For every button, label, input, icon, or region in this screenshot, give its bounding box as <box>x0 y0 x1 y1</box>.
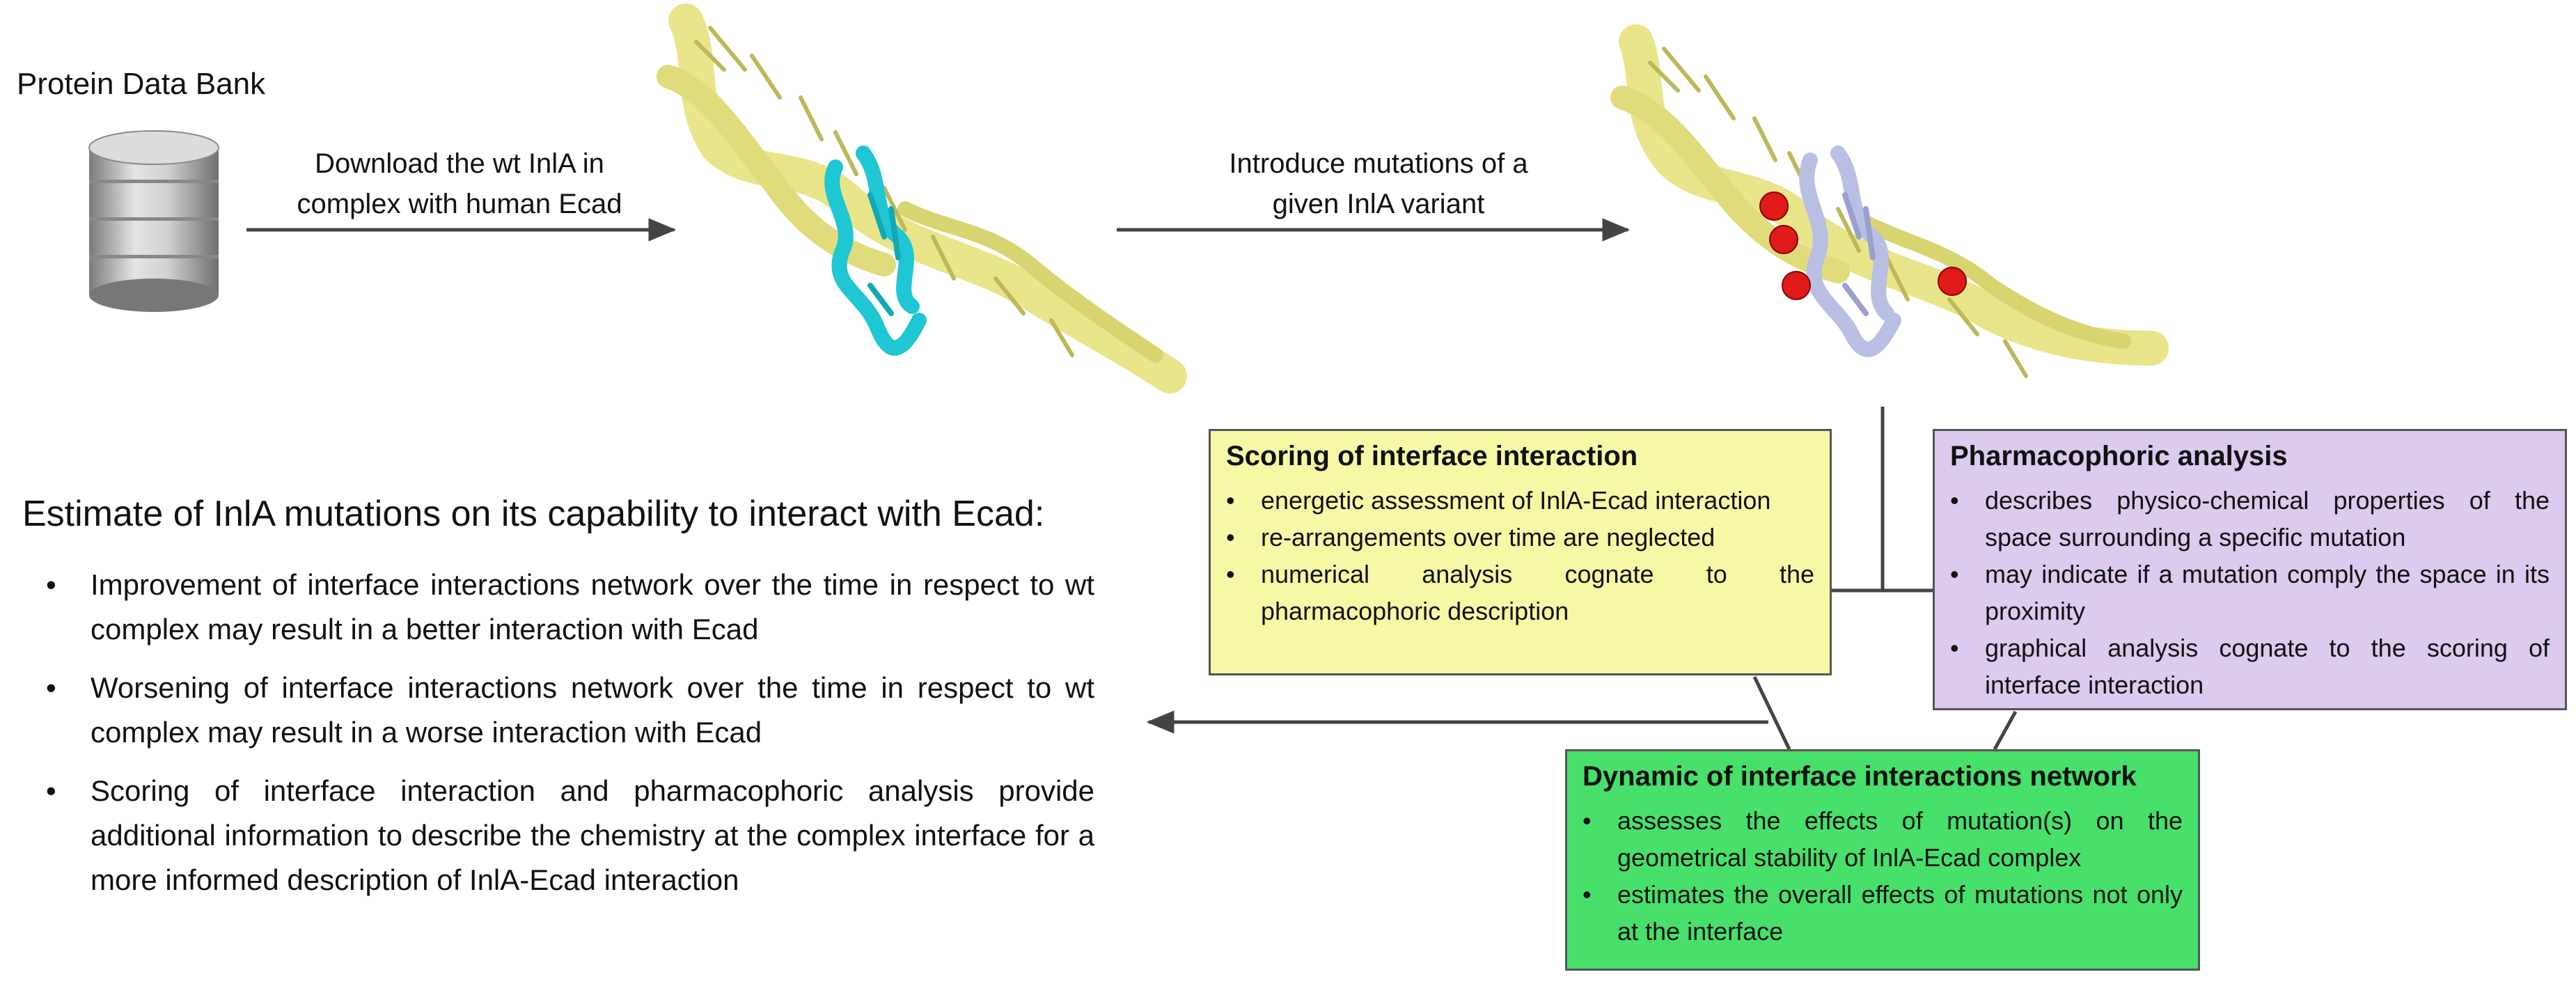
scoring-box-item: re-arrangements over time are neglected <box>1226 519 1814 556</box>
scoring-box: Scoring of interface interaction energet… <box>1209 429 1832 675</box>
mutation-marker <box>1769 225 1798 254</box>
pharmacophoric-box-item: may indicate if a mutation comply the sp… <box>1950 556 2550 629</box>
mutation-marker <box>1759 191 1789 221</box>
dynamic-box-item: estimates the overall effects of mutatio… <box>1582 876 2183 950</box>
dynamic-box-item: assesses the effects of mutation(s) on t… <box>1582 802 2183 876</box>
pharmacophoric-box: Pharmacophoric analysis describes physic… <box>1933 429 2567 710</box>
summary-point: Scoring of interface interaction and pha… <box>46 769 1094 902</box>
mutate-step-line: given InlA variant <box>1272 189 1485 219</box>
pharmacophoric-box-item: graphical analysis cognate to the scorin… <box>1950 629 2550 703</box>
dynamic-box-title: Dynamic of interface interactions networ… <box>1582 761 2137 792</box>
database-icon <box>88 130 219 312</box>
summary-list: Improvement of interface interactions ne… <box>46 563 1094 916</box>
variant-complex-structure <box>1610 24 2169 378</box>
pharmacophoric-box-title: Pharmacophoric analysis <box>1950 441 2288 471</box>
summary-point: Improvement of interface interactions ne… <box>46 563 1094 652</box>
download-step-label: Download the wt InlA in complex with hum… <box>270 143 649 224</box>
mutation-marker <box>1782 271 1811 300</box>
database-title: Protein Data Bank <box>17 67 266 101</box>
scoring-box-list: energetic assessment of InlA-Ecad intera… <box>1226 482 1814 629</box>
pharmacophoric-box-item: describes physico-chemical properties of… <box>1950 482 2550 556</box>
scoring-box-item: energetic assessment of InlA-Ecad intera… <box>1226 482 1814 519</box>
mutate-step-label: Introduce mutations of a given InlA vari… <box>1184 143 1573 224</box>
download-step-line: Download the wt InlA in <box>315 148 604 179</box>
dynamic-box-list: assesses the effects of mutation(s) on t… <box>1582 802 2183 950</box>
scoring-box-item: numerical analysis cognate to the pharma… <box>1226 556 1814 629</box>
mutate-step-line: Introduce mutations of a <box>1229 148 1528 179</box>
connector-lines <box>1752 407 2018 751</box>
summary-title: Estimate of InlA mutations on its capabi… <box>22 494 1045 534</box>
mutation-marker <box>1938 267 1967 296</box>
wt-complex-structure <box>657 3 1187 393</box>
summary-point: Worsening of interface interactions netw… <box>46 666 1094 755</box>
scoring-box-title: Scoring of interface interaction <box>1226 441 1638 471</box>
dynamic-box: Dynamic of interface interactions networ… <box>1565 749 2200 971</box>
download-step-line: complex with human Ecad <box>297 189 622 219</box>
pharmacophoric-box-list: describes physico-chemical properties of… <box>1950 482 2550 703</box>
